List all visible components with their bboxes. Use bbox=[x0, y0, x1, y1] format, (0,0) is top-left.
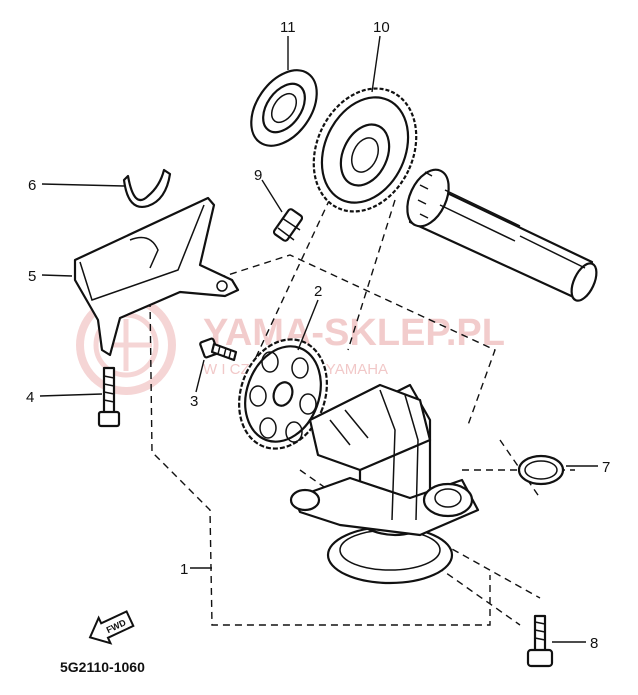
callout-3: 3 bbox=[190, 393, 198, 410]
callout-9: 9 bbox=[254, 167, 262, 184]
part-bolt-4 bbox=[97, 366, 121, 428]
part-bolt-3 bbox=[199, 337, 238, 362]
part-sprocket bbox=[238, 338, 328, 450]
callout-1: 1 bbox=[180, 561, 188, 578]
part-shaft bbox=[406, 168, 598, 302]
part-clip bbox=[272, 208, 304, 242]
callout-6: 6 bbox=[28, 177, 36, 194]
callout-10: 10 bbox=[373, 19, 390, 36]
callout-8: 8 bbox=[590, 635, 598, 652]
callout-5: 5 bbox=[28, 268, 36, 285]
callout-4: 4 bbox=[26, 389, 34, 406]
callout-labels: 11 10 9 6 5 2 3 4 7 1 8 bbox=[26, 19, 610, 652]
forward-arrow-icon: FWD bbox=[88, 610, 135, 645]
part-collar bbox=[122, 168, 172, 209]
callout-11: 11 bbox=[280, 19, 296, 36]
part-oil-seal bbox=[250, 69, 318, 147]
part-bolt-8 bbox=[526, 614, 554, 668]
part-driven-gear bbox=[312, 87, 418, 213]
diagram-code: 5G2110-1060 bbox=[60, 659, 145, 675]
callout-2: 2 bbox=[314, 283, 322, 300]
part-oil-pump bbox=[289, 383, 480, 585]
gear-drive-line bbox=[249, 187, 396, 371]
part-cover-plate bbox=[73, 196, 240, 357]
part-o-ring bbox=[517, 454, 565, 486]
watermark-title: YAMA-SKLEP.PL bbox=[203, 312, 505, 354]
callout-7: 7 bbox=[602, 459, 610, 476]
leader-lines bbox=[39, 35, 598, 643]
